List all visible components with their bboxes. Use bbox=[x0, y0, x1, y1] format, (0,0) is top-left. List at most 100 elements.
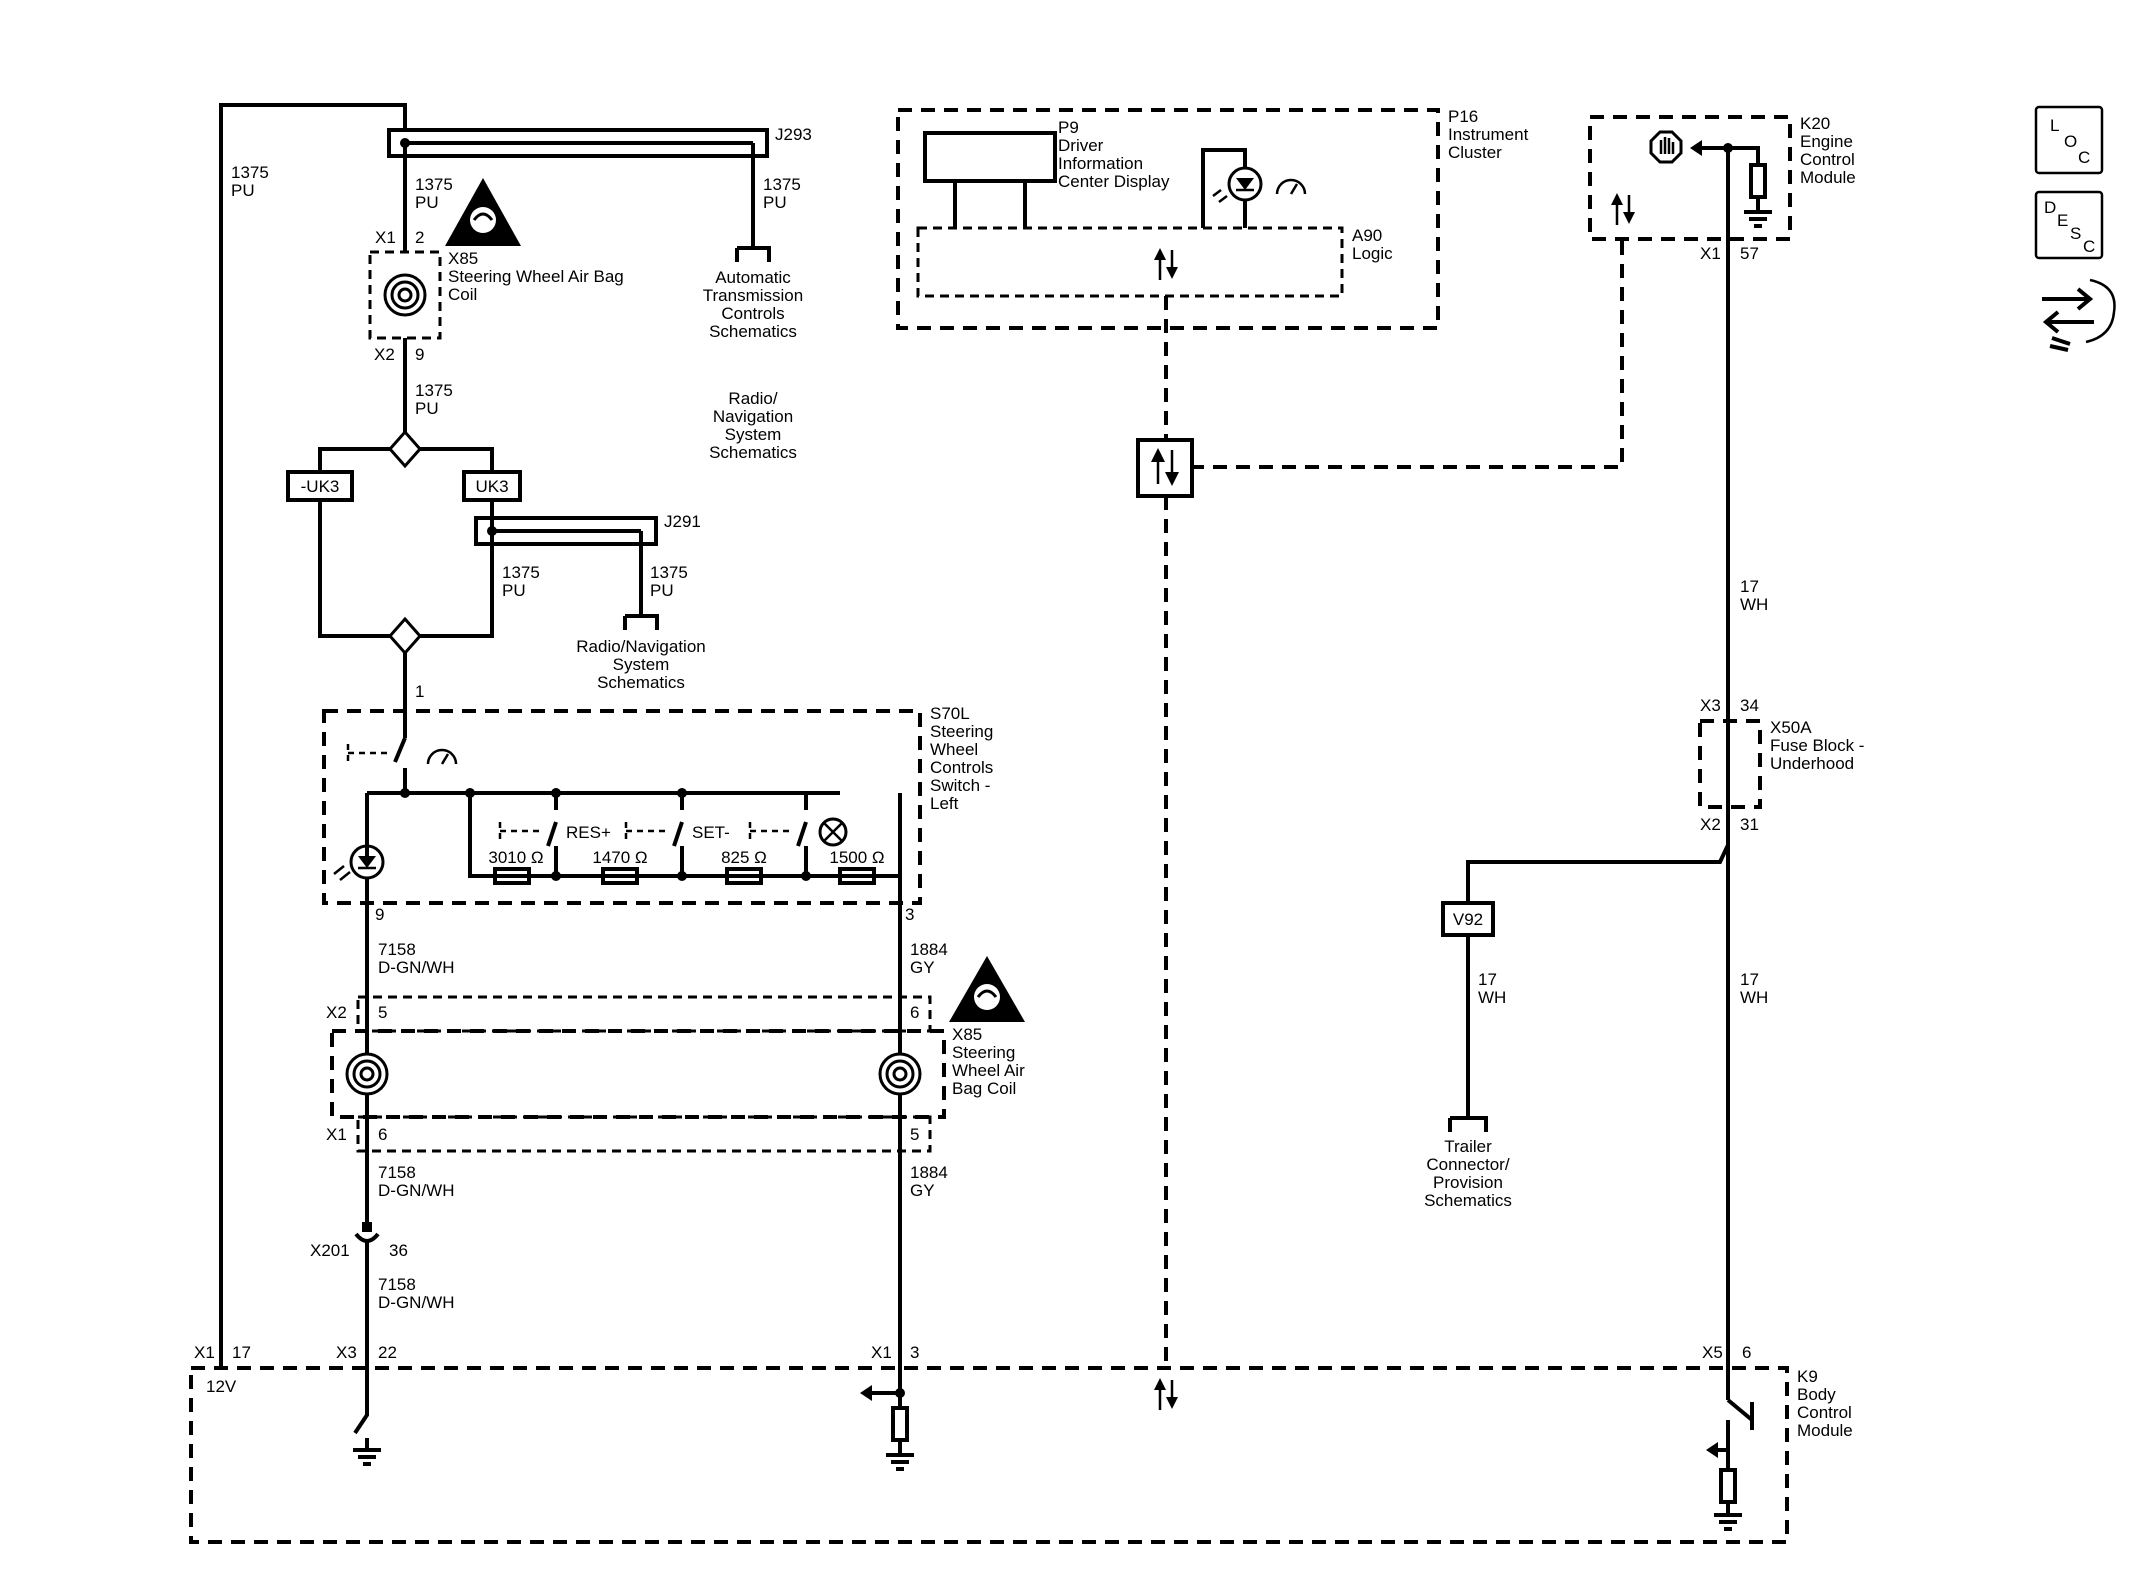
atc-ref-line-2[interactable]: Transmission bbox=[703, 286, 803, 305]
atc-ref-line-4[interactable]: Schematics bbox=[709, 322, 797, 341]
radio-ref-line-1[interactable]: Radio/Navigation bbox=[576, 637, 705, 656]
wire-1884-number-1: 1884 bbox=[910, 940, 948, 959]
atc-ref-line-1[interactable]: Automatic bbox=[715, 268, 791, 287]
radio-ref-top-3[interactable]: System bbox=[725, 425, 782, 444]
x85-lower-pin-l-bot: 6 bbox=[378, 1125, 387, 1144]
s70l-switch: S70L Steering Wheel Controls Switch - Le… bbox=[322, 704, 993, 930]
wire-17-number-2: 17 bbox=[1740, 970, 1759, 989]
k9-name-1: K9 bbox=[1797, 1367, 1818, 1386]
x85-upper-coil: X1 2 X2 9 X85 Steering Wheel Air Bag Coi… bbox=[368, 228, 624, 364]
radio-ref-top-2[interactable]: Navigation bbox=[713, 407, 793, 426]
x85-lower-name-1: X85 bbox=[952, 1025, 982, 1044]
p16-name-2: Instrument bbox=[1448, 125, 1529, 144]
switch-res-plus: RES+ bbox=[566, 823, 611, 842]
s70l-name-4: Controls bbox=[930, 758, 993, 777]
loc-button[interactable]: L O C bbox=[2034, 105, 2104, 175]
wire-1884-color-1: GY bbox=[910, 958, 935, 977]
x50a-pin-34: 34 bbox=[1740, 696, 1759, 715]
a90-serial-data-icon bbox=[1154, 248, 1178, 280]
j291-left-wire-number: 1375 bbox=[502, 563, 540, 582]
trailer-ref-line-3[interactable]: Provision bbox=[1433, 1173, 1503, 1192]
k20-engine-control-module: K20 Engine Control Module X1 57 bbox=[1588, 114, 1856, 263]
wire-1375-feed: 1375 PU bbox=[219, 103, 407, 1368]
v92-branch: V92 17 WH Trailer Connector/ Provision S… bbox=[1424, 844, 1730, 1210]
p9-name-2: Driver bbox=[1058, 136, 1104, 155]
x201-pin: 36 bbox=[389, 1241, 408, 1260]
x50a-x3: X3 bbox=[1700, 696, 1721, 715]
k9-c2-conn: X3 bbox=[336, 1343, 357, 1362]
airbag-warning-icon bbox=[445, 178, 521, 246]
switch-set-minus: SET- bbox=[692, 823, 730, 842]
feed-wire-color: PU bbox=[231, 181, 255, 200]
x85-lower-pin-r-bot: 5 bbox=[910, 1125, 919, 1144]
j291-label: J291 bbox=[664, 512, 701, 531]
trailer-ref-line-2[interactable]: Connector/ bbox=[1426, 1155, 1509, 1174]
wire-17-color-1: WH bbox=[1740, 595, 1768, 614]
s70l-name-6: Left bbox=[930, 794, 959, 813]
wire-7158-color-3: D-GN/WH bbox=[378, 1293, 454, 1312]
k9-name-3: Control bbox=[1797, 1403, 1852, 1422]
k9-c2-pin: 22 bbox=[378, 1343, 397, 1362]
radio-ref-top-4[interactable]: Schematics bbox=[709, 443, 797, 462]
x85-top-name-2: Steering Wheel Air Bag bbox=[448, 267, 624, 286]
x85-top-name-3: Coil bbox=[448, 285, 477, 304]
j293-label: J293 bbox=[775, 125, 812, 144]
radio-ref-line-2[interactable]: System bbox=[613, 655, 670, 674]
s70l-name-5: Switch - bbox=[930, 776, 990, 795]
x85-wire-number: 1375 bbox=[415, 381, 453, 400]
v92-wire-number: 17 bbox=[1478, 970, 1497, 989]
x85-lower-pin-l-top: 5 bbox=[378, 1003, 387, 1022]
radio-ref-top-1[interactable]: Radio/ bbox=[728, 389, 777, 408]
x85-wire-color: PU bbox=[415, 399, 439, 418]
s70l-name-3: Wheel bbox=[930, 740, 978, 759]
s70l-name-2: Steering bbox=[930, 722, 993, 741]
resistor-1470: 1470 Ω bbox=[592, 848, 647, 867]
trailer-ref-line-4[interactable]: Schematics bbox=[1424, 1191, 1512, 1210]
k9-c1-conn: X1 bbox=[194, 1343, 215, 1362]
s70l-pin-1: 1 bbox=[415, 682, 424, 701]
x85-lower-pin-r-top: 6 bbox=[910, 1003, 919, 1022]
x50a-fuse-block: X50A Fuse Block - Underhood X3 34 X2 31 bbox=[1698, 696, 1864, 834]
wire-7158-color-2: D-GN/WH bbox=[378, 1181, 454, 1200]
p16-name-3: Cluster bbox=[1448, 143, 1502, 162]
s70l-name-1: S70L bbox=[930, 704, 970, 723]
wire-17-color-2: WH bbox=[1740, 988, 1768, 1007]
a90-name-2: Logic bbox=[1352, 244, 1393, 263]
desc-letter-3: S bbox=[2070, 224, 2081, 243]
p9-name-1: P9 bbox=[1058, 118, 1079, 137]
desc-button[interactable]: D E S C bbox=[2034, 190, 2104, 260]
option-neg-uk3: -UK3 bbox=[301, 477, 340, 496]
v92-label: V92 bbox=[1453, 910, 1483, 929]
x85-lower-name-4: Bag Coil bbox=[952, 1079, 1016, 1098]
j293-left-wire-color: PU bbox=[415, 193, 439, 212]
x85-top-conn: X1 bbox=[375, 228, 396, 247]
x85-bot-pin: 9 bbox=[415, 345, 424, 364]
k20-name-2: Engine bbox=[1800, 132, 1853, 151]
k20-name-4: Module bbox=[1800, 168, 1856, 187]
resistor-1500: 1500 Ω bbox=[829, 848, 884, 867]
x85-top-pin: 2 bbox=[415, 228, 424, 247]
radio-ref-line-3[interactable]: Schematics bbox=[597, 673, 685, 692]
atc-ref-line-3[interactable]: Controls bbox=[721, 304, 784, 323]
wire-1884-number-2: 1884 bbox=[910, 1163, 948, 1182]
x85-lower-x1: X1 bbox=[326, 1125, 347, 1144]
wire-1884-color-2: GY bbox=[910, 1181, 935, 1200]
x50a-name-3: Underhood bbox=[1770, 754, 1854, 773]
k9-c4-conn: X5 bbox=[1702, 1343, 1723, 1362]
cruise-indicator-icon bbox=[1212, 166, 1307, 203]
cancel-lamp-icon bbox=[818, 817, 848, 847]
p9-name-3: Information bbox=[1058, 154, 1143, 173]
k9-c4-pin: 6 bbox=[1742, 1343, 1751, 1362]
wire-7158-color-1: D-GN/WH bbox=[378, 958, 454, 977]
resistor-825: 825 Ω bbox=[721, 848, 767, 867]
desc-letter-2: E bbox=[2057, 211, 2068, 230]
k20-pin: 57 bbox=[1740, 244, 1759, 263]
wire-7158-number-1: 7158 bbox=[378, 940, 416, 959]
k9-name-4: Module bbox=[1797, 1421, 1853, 1440]
k9-c3-conn: X1 bbox=[871, 1343, 892, 1362]
connector-end-view-icon[interactable] bbox=[2042, 278, 2116, 352]
loc-letter-1: L bbox=[2050, 116, 2059, 135]
trailer-ref-line-1[interactable]: Trailer bbox=[1444, 1137, 1492, 1156]
desc-letter-1: D bbox=[2044, 198, 2056, 217]
